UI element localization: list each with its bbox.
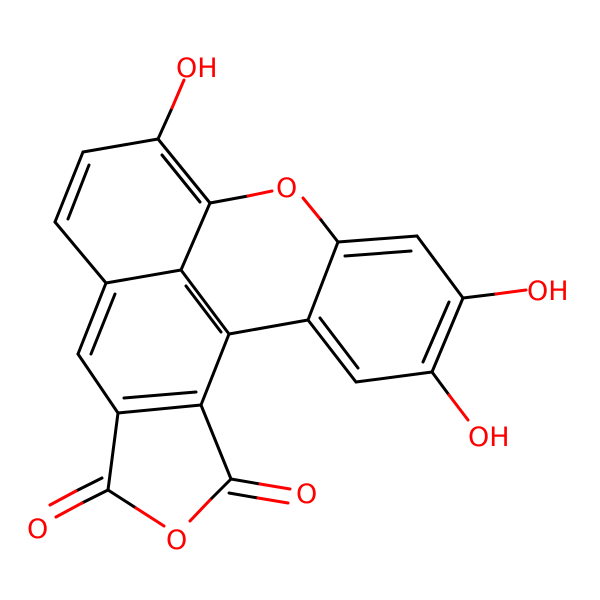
bond	[76, 281, 108, 356]
bond	[306, 318, 358, 384]
bond	[246, 189, 274, 198]
bond	[80, 488, 110, 505]
bond	[227, 491, 260, 500]
bond	[494, 288, 528, 296]
bond	[48, 489, 78, 507]
bond	[318, 316, 360, 370]
bond	[156, 106, 174, 141]
bond	[199, 332, 231, 407]
bond	[179, 201, 212, 272]
bond	[430, 296, 465, 374]
bond	[301, 196, 323, 222]
bond	[188, 498, 212, 523]
bond	[53, 150, 85, 224]
bond	[208, 477, 233, 502]
bond	[319, 218, 340, 244]
bond	[53, 220, 108, 285]
bond	[170, 78, 186, 110]
bond	[160, 153, 202, 204]
bond	[76, 352, 120, 415]
hydroxyl-label: OH	[527, 276, 569, 307]
bond	[104, 268, 183, 285]
bond	[122, 390, 198, 400]
bond	[208, 194, 250, 205]
bond	[415, 234, 465, 300]
bond	[54, 501, 84, 519]
bond	[256, 496, 290, 505]
carbonyl-oxygen-label: O	[296, 479, 317, 510]
bond	[354, 370, 434, 384]
bond	[199, 403, 233, 481]
bond	[156, 137, 212, 205]
bond	[447, 393, 470, 422]
bond	[306, 240, 340, 322]
bond	[81, 137, 160, 154]
bond	[258, 482, 292, 491]
bond	[66, 163, 91, 221]
bond	[229, 477, 262, 486]
carbonyl-oxygen-label: O	[27, 514, 48, 545]
bond	[343, 249, 413, 258]
hydroxyl-label: OH	[468, 422, 510, 453]
bond	[336, 234, 419, 244]
bond	[227, 318, 310, 336]
ether-oxygen-label: O	[276, 173, 297, 204]
hydroxyl-label: OH	[176, 53, 218, 84]
bond	[89, 292, 117, 356]
bond	[106, 411, 120, 492]
ring-oxygen-label: O	[166, 525, 187, 556]
bond	[461, 292, 498, 300]
bond	[134, 506, 166, 528]
bond	[179, 268, 231, 336]
bond	[184, 284, 223, 334]
bond	[106, 488, 138, 510]
bond	[421, 300, 451, 364]
bond	[74, 476, 104, 493]
bond	[430, 370, 451, 397]
bond	[116, 403, 203, 415]
